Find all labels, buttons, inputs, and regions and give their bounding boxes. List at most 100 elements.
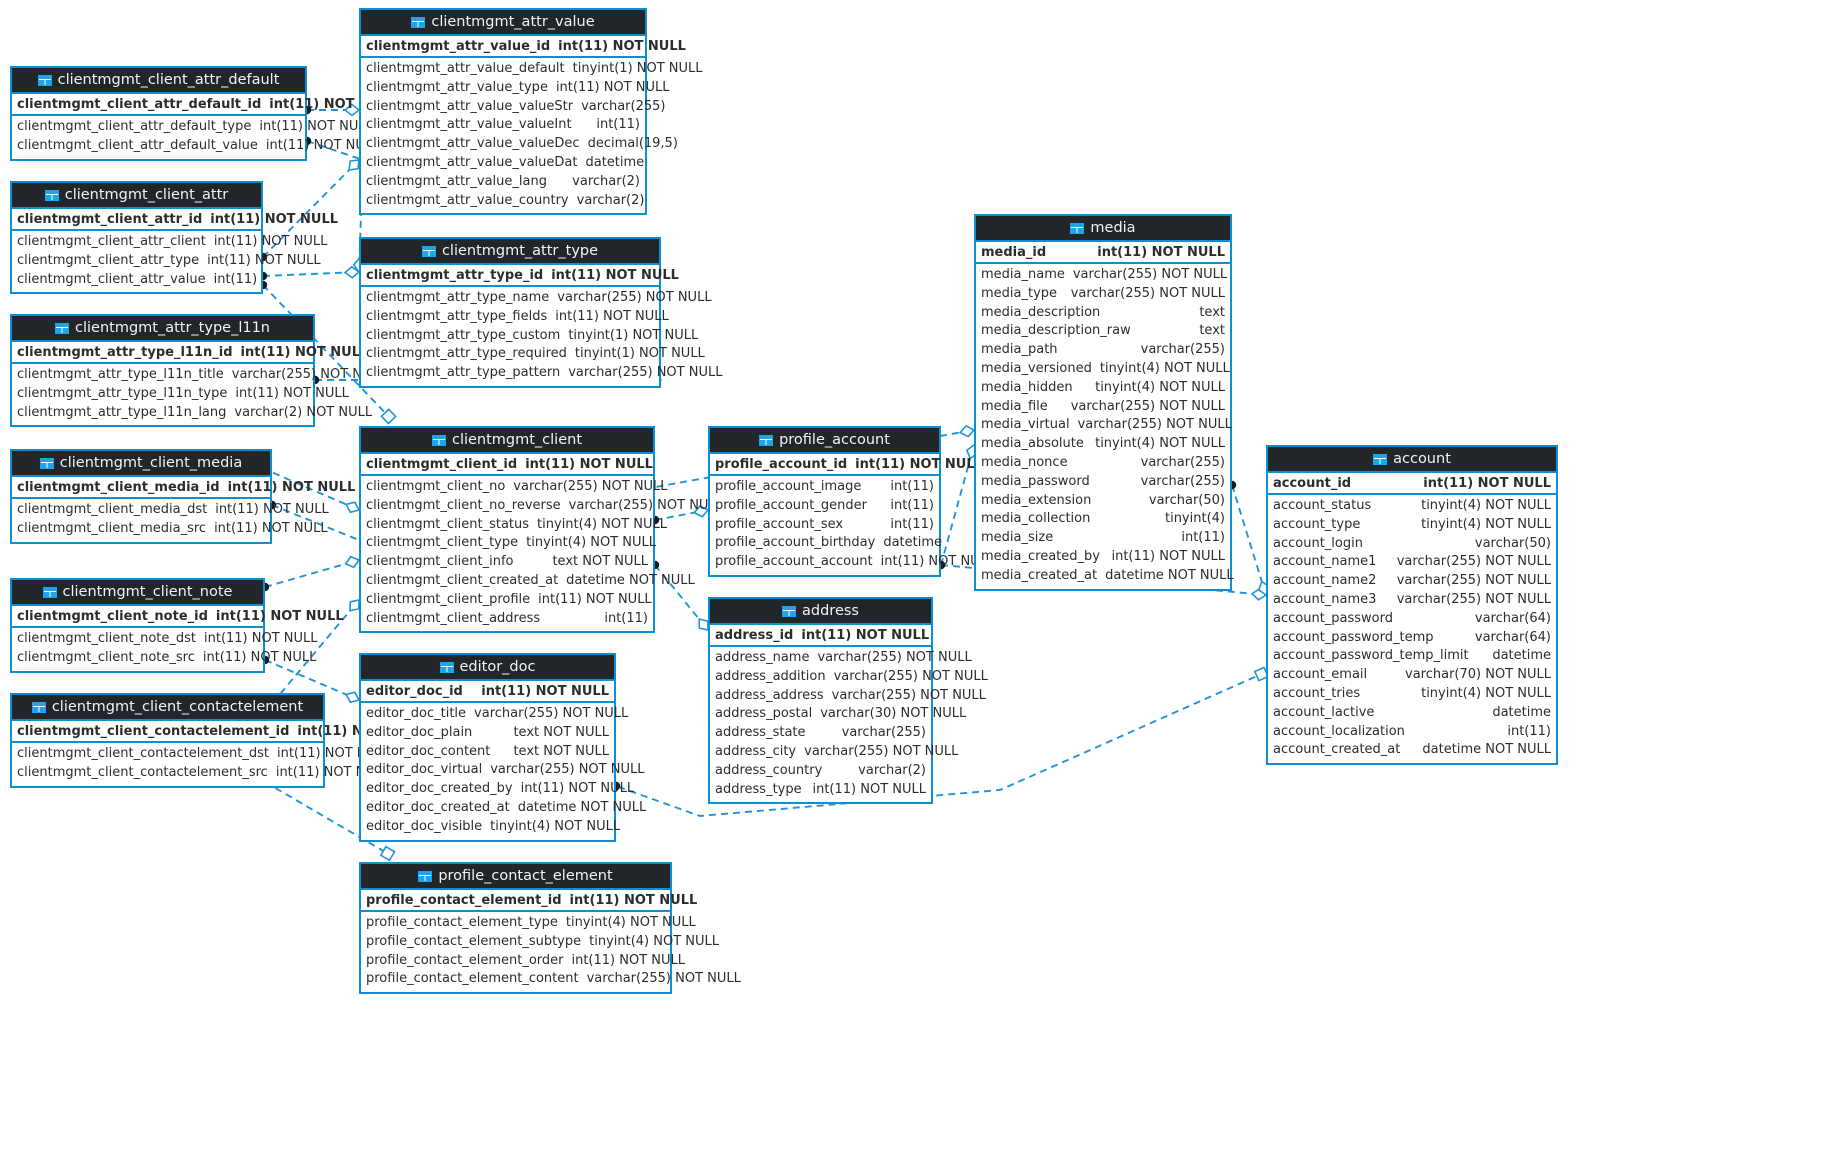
column-row[interactable]: clientmgmt_client_profileint(11) NOT NUL… xyxy=(361,591,653,610)
entity-table-clientmgmt_client_contactelement[interactable]: clientmgmt_client_contactelementclientmg… xyxy=(10,693,425,788)
column-row[interactable]: account_name2varchar(255) NOT NULL xyxy=(1268,572,1556,591)
primary-key-row[interactable]: clientmgmt_client_note_idint(11) NOT NUL… xyxy=(12,606,344,628)
entity-table-profile_account[interactable]: profile_accountprofile_account_idint(11)… xyxy=(708,426,994,577)
entity-table-clientmgmt_attr_type_l11n[interactable]: clientmgmt_attr_type_l11nclientmgmt_attr… xyxy=(10,314,386,428)
entity-table-clientmgmt_attr_type[interactable]: clientmgmt_attr_typeclientmgmt_attr_type… xyxy=(359,237,722,388)
column-row[interactable]: clientmgmt_client_note_srcint(11) NOT NU… xyxy=(12,649,316,668)
column-row[interactable]: media_hiddentinyint(4) NOT NULL xyxy=(976,379,1230,398)
column-row[interactable]: account_password_temp_limitdatetime xyxy=(1268,647,1556,666)
entity-table-clientmgmt_client_media[interactable]: clientmgmt_client_mediaclientmgmt_client… xyxy=(10,449,355,544)
column-row[interactable]: media_descriptiontext xyxy=(976,304,1230,323)
column-row[interactable]: clientmgmt_attr_value_typeint(11) NOT NU… xyxy=(361,79,669,98)
column-row[interactable]: editor_doc_virtualvarchar(255) NOT NULL xyxy=(361,761,644,780)
primary-key-row[interactable]: clientmgmt_attr_value_idint(11) NOT NULL xyxy=(361,36,686,58)
column-row[interactable]: address_countryvarchar(2) xyxy=(710,762,931,781)
column-row[interactable]: editor_doc_created_atdatetime NOT NULL xyxy=(361,799,646,818)
primary-key-row[interactable]: clientmgmt_client_idint(11) NOT NULL xyxy=(361,454,653,476)
column-row[interactable]: editor_doc_contenttext NOT NULL xyxy=(361,743,614,762)
column-row[interactable]: clientmgmt_attr_type_l11n_langvarchar(2)… xyxy=(12,404,372,423)
primary-key-row[interactable]: clientmgmt_client_attr_idint(11) NOT NUL… xyxy=(12,209,338,231)
column-row[interactable]: clientmgmt_attr_value_valueIntint(11) xyxy=(361,116,645,135)
column-row[interactable]: media_namevarchar(255) NOT NULL xyxy=(976,266,1230,285)
column-row[interactable]: clientmgmt_client_media_srcint(11) NOT N… xyxy=(12,520,328,539)
column-row[interactable]: media_collectiontinyint(4) xyxy=(976,510,1230,529)
primary-key-row[interactable]: clientmgmt_client_contactelement_idint(1… xyxy=(12,721,425,743)
column-row[interactable]: clientmgmt_client_contactelement_dstint(… xyxy=(12,745,391,764)
column-row[interactable]: media_versionedtinyint(4) NOT NULL xyxy=(976,360,1230,379)
column-row[interactable]: account_name3varchar(255) NOT NULL xyxy=(1268,591,1556,610)
column-row[interactable]: account_statustinyint(4) NOT NULL xyxy=(1268,497,1556,516)
entity-table-clientmgmt_client_attr[interactable]: clientmgmt_client_attrclientmgmt_client_… xyxy=(10,181,338,295)
column-row[interactable]: media_pathvarchar(255) xyxy=(976,341,1230,360)
column-row[interactable]: profile_contact_element_orderint(11) NOT… xyxy=(361,952,685,971)
column-row[interactable]: account_localizationint(11) xyxy=(1268,723,1556,742)
column-row[interactable]: clientmgmt_attr_type_l11n_titlevarchar(2… xyxy=(12,366,386,385)
column-row[interactable]: clientmgmt_client_infotext NOT NULL xyxy=(361,553,653,572)
column-row[interactable]: clientmgmt_client_attr_default_typeint(1… xyxy=(12,118,373,137)
column-row[interactable]: address_typeint(11) NOT NULL xyxy=(710,781,931,800)
column-row[interactable]: profile_account_accountint(11) NOT NULL xyxy=(710,553,994,572)
column-row[interactable]: profile_account_genderint(11) xyxy=(710,497,939,516)
column-row[interactable]: clientmgmt_client_note_dstint(11) NOT NU… xyxy=(12,630,318,649)
primary-key-row[interactable]: profile_account_idint(11) NOT NULL xyxy=(710,454,983,476)
primary-key-row[interactable]: clientmgmt_attr_type_idint(11) NOT NULL xyxy=(361,265,679,287)
column-row[interactable]: address_statevarchar(255) xyxy=(710,724,931,743)
column-row[interactable]: editor_doc_plaintext NOT NULL xyxy=(361,724,614,743)
column-row[interactable]: account_emailvarchar(70) NOT NULL xyxy=(1268,666,1556,685)
entity-table-clientmgmt_attr_value[interactable]: clientmgmt_attr_valueclientmgmt_attr_val… xyxy=(359,8,703,216)
column-row[interactable]: clientmgmt_attr_value_valueDatdatetime xyxy=(361,154,645,173)
column-row[interactable]: media_noncevarchar(255) xyxy=(976,454,1230,473)
column-row[interactable]: clientmgmt_client_no_reversevarchar(255)… xyxy=(361,497,723,516)
column-row[interactable]: clientmgmt_client_statustinyint(4) NOT N… xyxy=(361,516,667,535)
column-row[interactable]: clientmgmt_client_created_atdatetime NOT… xyxy=(361,572,695,591)
primary-key-row[interactable]: clientmgmt_client_media_idint(11) NOT NU… xyxy=(12,477,355,499)
column-row[interactable]: clientmgmt_attr_value_countryvarchar(2) xyxy=(361,192,645,211)
primary-key-row[interactable]: address_idint(11) NOT NULL xyxy=(710,625,931,647)
column-row[interactable]: clientmgmt_attr_value_langvarchar(2) xyxy=(361,173,645,192)
column-row[interactable]: clientmgmt_client_attr_default_valueint(… xyxy=(12,137,379,156)
column-row[interactable]: editor_doc_visibletinyint(4) NOT NULL xyxy=(361,818,620,837)
column-row[interactable]: profile_account_sexint(11) xyxy=(710,516,939,535)
column-row[interactable]: address_addressvarchar(255) NOT NULL xyxy=(710,687,986,706)
column-row[interactable]: account_password_tempvarchar(64) xyxy=(1268,629,1556,648)
column-row[interactable]: media_created_byint(11) NOT NULL xyxy=(976,548,1230,567)
primary-key-row[interactable]: profile_contact_element_idint(11) NOT NU… xyxy=(361,890,697,912)
entity-table-media[interactable]: mediamedia_idint(11) NOT NULLmedia_namev… xyxy=(974,214,1234,591)
column-row[interactable]: account_typetinyint(4) NOT NULL xyxy=(1268,516,1556,535)
column-row[interactable]: clientmgmt_attr_type_l11n_typeint(11) NO… xyxy=(12,385,349,404)
column-row[interactable]: editor_doc_titlevarchar(255) NOT NULL xyxy=(361,705,628,724)
column-row[interactable]: account_loginvarchar(50) xyxy=(1268,535,1556,554)
column-row[interactable]: account_name1varchar(255) NOT NULL xyxy=(1268,553,1556,572)
column-row[interactable]: account_lactivedatetime xyxy=(1268,704,1556,723)
column-row[interactable]: clientmgmt_attr_type_fieldsint(11) NOT N… xyxy=(361,308,669,327)
column-row[interactable]: clientmgmt_attr_value_defaulttinyint(1) … xyxy=(361,60,703,79)
entity-table-clientmgmt_client_attr_default[interactable]: clientmgmt_client_attr_defaultclientmgmt… xyxy=(10,66,397,161)
column-row[interactable]: clientmgmt_client_addressint(11) xyxy=(361,610,653,629)
column-row[interactable]: editor_doc_created_byint(11) NOT NULL xyxy=(361,780,634,799)
column-row[interactable]: profile_contact_element_contentvarchar(2… xyxy=(361,970,741,989)
column-row[interactable]: address_additionvarchar(255) NOT NULL xyxy=(710,668,988,687)
primary-key-row[interactable]: clientmgmt_attr_type_l11n_idint(11) NOT … xyxy=(12,342,368,364)
column-row[interactable]: profile_account_imageint(11) xyxy=(710,478,939,497)
column-row[interactable]: profile_contact_element_typetinyint(4) N… xyxy=(361,914,696,933)
column-row[interactable]: account_triestinyint(4) NOT NULL xyxy=(1268,685,1556,704)
column-row[interactable]: clientmgmt_client_attr_valueint(11) xyxy=(12,271,261,290)
column-row[interactable]: clientmgmt_client_novarchar(255) NOT NUL… xyxy=(361,478,668,497)
column-row[interactable]: clientmgmt_client_attr_typeint(11) NOT N… xyxy=(12,252,321,271)
column-row[interactable]: account_created_atdatetime NOT NULL xyxy=(1268,741,1556,760)
column-row[interactable]: address_cityvarchar(255) NOT NULL xyxy=(710,743,958,762)
column-row[interactable]: media_absolutetinyint(4) NOT NULL xyxy=(976,435,1230,454)
column-row[interactable]: media_typevarchar(255) NOT NULL xyxy=(976,285,1230,304)
column-row[interactable]: clientmgmt_attr_type_patternvarchar(255)… xyxy=(361,364,722,383)
column-row[interactable]: address_postalvarchar(30) NOT NULL xyxy=(710,705,966,724)
primary-key-row[interactable]: account_idint(11) NOT NULL xyxy=(1268,473,1556,495)
column-row[interactable]: clientmgmt_attr_type_namevarchar(255) NO… xyxy=(361,289,712,308)
entity-table-address[interactable]: addressaddress_idint(11) NOT NULLaddress… xyxy=(708,597,988,805)
column-row[interactable]: media_filevarchar(255) NOT NULL xyxy=(976,398,1230,417)
column-row[interactable]: media_virtualvarchar(255) NOT NULL xyxy=(976,416,1232,435)
column-row[interactable]: account_passwordvarchar(64) xyxy=(1268,610,1556,629)
primary-key-row[interactable]: clientmgmt_client_attr_default_idint(11)… xyxy=(12,94,397,116)
column-row[interactable]: media_sizeint(11) xyxy=(976,529,1230,548)
column-row[interactable]: media_extensionvarchar(50) xyxy=(976,492,1230,511)
column-row[interactable]: clientmgmt_attr_value_valueStrvarchar(25… xyxy=(361,98,665,117)
